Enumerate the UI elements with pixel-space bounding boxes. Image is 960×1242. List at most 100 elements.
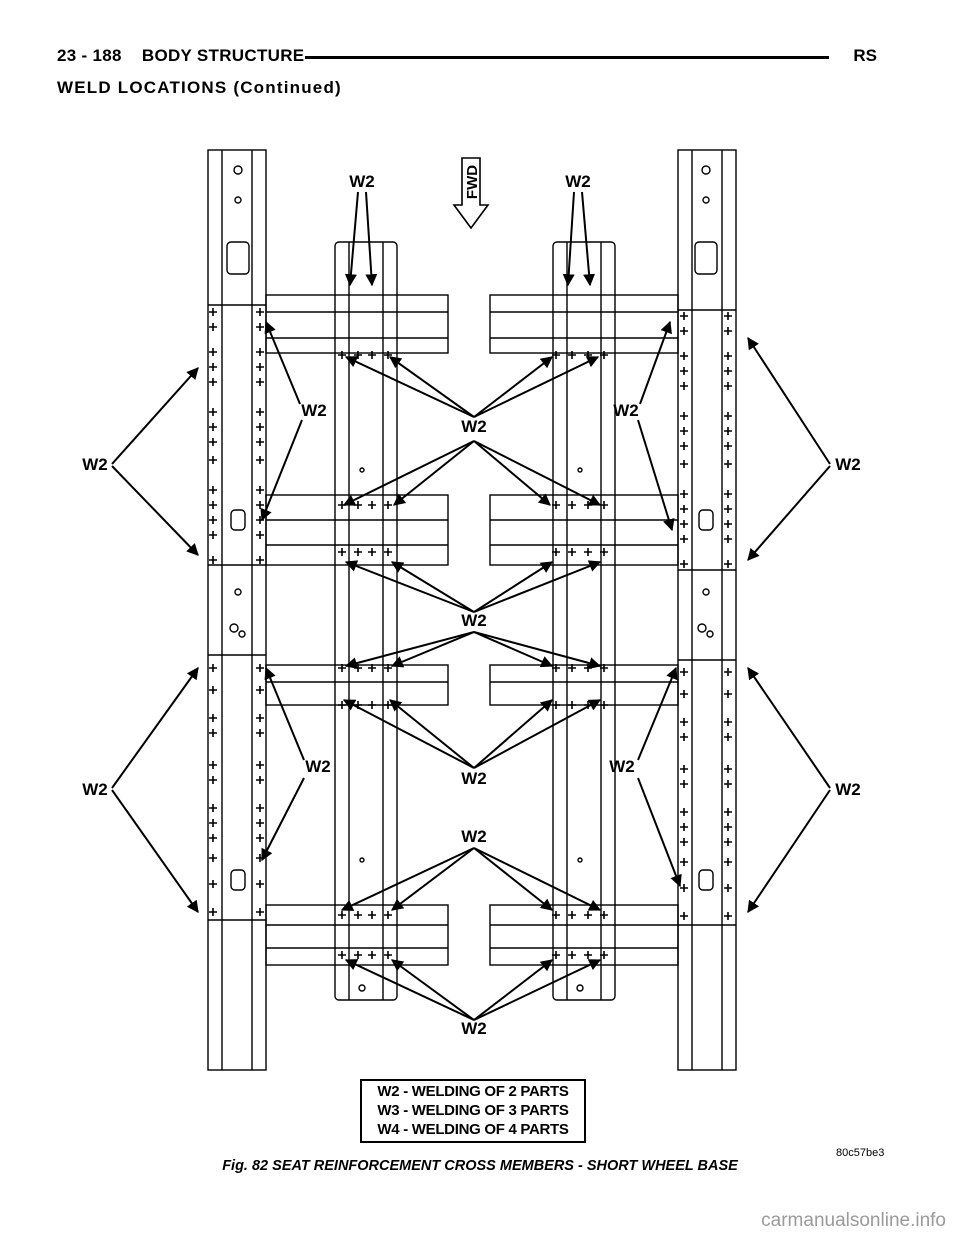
weld-spot	[256, 308, 264, 316]
legend-item-w3: W3 - WELDING OF 3 PARTS	[377, 1102, 569, 1119]
page-header-left: 23 - 188 BODY STRUCTURE	[57, 46, 304, 66]
leader-arrow	[264, 666, 305, 761]
weld-spot	[384, 701, 392, 709]
leader-arrow	[111, 465, 199, 556]
weld-spot	[368, 351, 376, 359]
weld-spot	[338, 951, 346, 959]
weld-spot	[256, 819, 264, 827]
weld-spot	[209, 438, 217, 446]
weld-spot	[209, 516, 217, 524]
weld-spot	[724, 460, 732, 468]
leader-arrow	[344, 959, 475, 1021]
weld-spot	[568, 951, 576, 959]
weld-spot	[600, 501, 608, 509]
weld-spot	[680, 382, 688, 390]
weld-spot	[600, 911, 608, 919]
page-reference: 23 - 188	[57, 46, 122, 65]
weld-spot	[384, 351, 392, 359]
fwd-label: FWD	[464, 165, 481, 199]
weld-spot	[552, 351, 560, 359]
leader-arrow	[473, 847, 553, 911]
leader-arrow	[344, 191, 359, 287]
leader-arrow	[264, 320, 301, 405]
weld-spot	[354, 951, 362, 959]
weld-spot	[256, 834, 264, 842]
weld-spot	[256, 363, 264, 371]
weld-spot	[680, 490, 688, 498]
leader-arrow	[111, 667, 199, 789]
w2-label: W2	[609, 757, 635, 776]
weld-spot	[724, 780, 732, 788]
fwd-arrow: FWD	[452, 157, 490, 230]
weld-spot	[680, 718, 688, 726]
weld-spot	[568, 501, 576, 509]
weld-spot	[552, 548, 560, 556]
leader-arrow	[747, 667, 831, 789]
weld-spot	[209, 729, 217, 737]
weld-spot	[209, 686, 217, 694]
leader-arrow	[473, 356, 600, 418]
weld-spot	[368, 951, 376, 959]
w2-label: W2	[835, 455, 861, 474]
header-rule	[305, 56, 829, 59]
weld-spot	[256, 776, 264, 784]
leader-arrow	[473, 561, 554, 613]
weld-spot	[354, 911, 362, 919]
w2-label: W2	[461, 827, 487, 846]
weld-spot	[368, 911, 376, 919]
weld-spot	[680, 560, 688, 568]
weld-spot	[680, 367, 688, 375]
leader-arrow	[637, 666, 678, 761]
weld-spot	[568, 911, 576, 919]
leader-arrow	[389, 699, 475, 769]
leader-arrow	[340, 847, 475, 911]
weld-spot	[724, 668, 732, 676]
weld-spot	[209, 363, 217, 371]
weld-spot	[209, 664, 217, 672]
weld-spot	[209, 819, 217, 827]
weld-spot	[209, 834, 217, 842]
weld-spot	[209, 776, 217, 784]
weld-spot	[256, 729, 264, 737]
weld-spot	[584, 951, 592, 959]
weld-spot	[354, 548, 362, 556]
weld-spot	[724, 858, 732, 866]
weld-spot	[256, 486, 264, 494]
leader-arrow	[342, 699, 475, 769]
leader-arrow	[473, 440, 602, 506]
weld-spot	[209, 456, 217, 464]
weld-spot	[256, 761, 264, 769]
leader-arrow	[473, 440, 551, 506]
weld-spot	[680, 505, 688, 513]
weld-spot	[724, 912, 732, 920]
weld-spot	[384, 501, 392, 509]
leader-arrow	[747, 336, 831, 465]
weld-spot	[724, 560, 732, 568]
weld-spot	[256, 556, 264, 564]
w2-label: W2	[305, 757, 331, 776]
weld-spot	[584, 911, 592, 919]
weld-spot	[680, 427, 688, 435]
leader-arrow	[473, 560, 602, 613]
weld-spot	[680, 838, 688, 846]
weld-spot	[724, 535, 732, 543]
leader-arrow	[562, 191, 575, 287]
cross-members-left	[265, 294, 449, 966]
weld-spot	[368, 548, 376, 556]
weld-spot	[256, 408, 264, 416]
weld-spot	[209, 804, 217, 812]
leader-arrow	[473, 631, 554, 668]
watermark: carmanualsonline.info	[761, 1210, 946, 1231]
weld-spot	[256, 456, 264, 464]
w2-label: W2	[565, 172, 591, 191]
weld-spot	[724, 520, 732, 528]
weld-spot	[680, 858, 688, 866]
weld-spot	[600, 548, 608, 556]
leader-arrow	[390, 631, 475, 668]
weld-spot	[724, 505, 732, 513]
leader-arrow	[390, 561, 475, 613]
weld-spot	[552, 701, 560, 709]
left-inner-member	[334, 241, 398, 1001]
section-title: WELD LOCATIONS (Continued)	[57, 78, 342, 97]
leader-arrow	[365, 191, 378, 287]
